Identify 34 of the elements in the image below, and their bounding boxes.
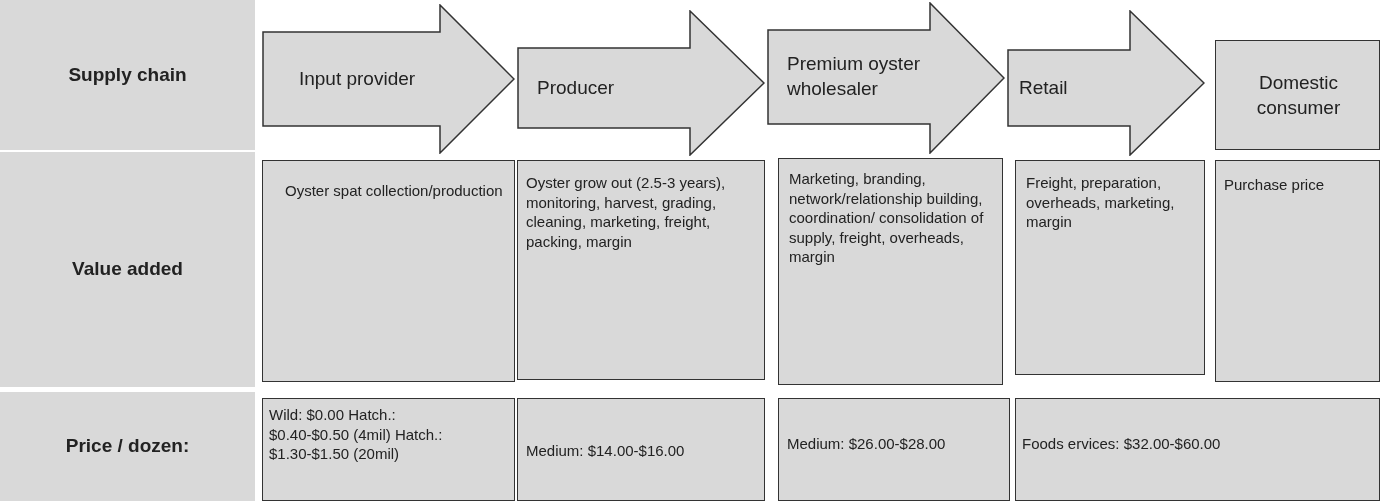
- cell-text: Producer: [537, 75, 616, 100]
- cell-text: Oyster grow out (2.5-3 years), monitoring, harvest, grading, cleaning, marketing, freight, packing, margin: [526, 173, 727, 251]
- arrow-shape: [1007, 10, 1205, 156]
- table-cell: [1215, 160, 1380, 382]
- cell-text: Wild: $0.00 Hatch.: $0.40-$0.50 (4mil) Hatch.: $1.30-$1.50 (20mil): [269, 405, 444, 464]
- arrow-shape: [262, 4, 515, 154]
- table-cell: [1215, 40, 1380, 150]
- table-cell: [778, 158, 1003, 385]
- cell-text: Medium: $14.00-$16.00: [526, 440, 686, 461]
- table-cell: [262, 398, 515, 501]
- cell-text: Premium oyster wholesaler: [787, 52, 922, 101]
- table-cell: [778, 398, 1010, 501]
- cell-text: Domestic consumer: [1255, 71, 1342, 120]
- row-heading: Price / dozen:: [64, 434, 191, 459]
- cell-text: Oyster spat collection/production: [285, 181, 504, 201]
- cell-text: Freight, preparation, overheads, marketing, margin: [1026, 173, 1176, 232]
- row-header-cell: [0, 0, 255, 150]
- cell-text: Input provider: [297, 66, 417, 91]
- row-header-cell: [0, 152, 255, 387]
- row-heading: Value added: [71, 257, 184, 282]
- arrow-shape: [517, 10, 765, 156]
- table-cell: [517, 160, 765, 380]
- cell-text: Foods ervices: $32.00-$60.00: [1022, 434, 1222, 455]
- table-cell: [517, 398, 765, 501]
- row-heading: Supply chain: [67, 62, 188, 87]
- cell-text: Purchase price: [1224, 175, 1326, 195]
- table-cell: [1015, 398, 1380, 501]
- cell-text: Retail: [1019, 75, 1069, 100]
- row-header-cell: [0, 392, 255, 501]
- arrow-shape: [767, 2, 1005, 154]
- cell-text: Marketing, branding, network/relationship building, coordination/ consolidation of supply, freight, overheads, margin: [789, 169, 985, 267]
- table-cell: [1015, 160, 1205, 375]
- table-cell: [262, 160, 515, 382]
- cell-text: Medium: $26.00-$28.00: [787, 434, 947, 455]
